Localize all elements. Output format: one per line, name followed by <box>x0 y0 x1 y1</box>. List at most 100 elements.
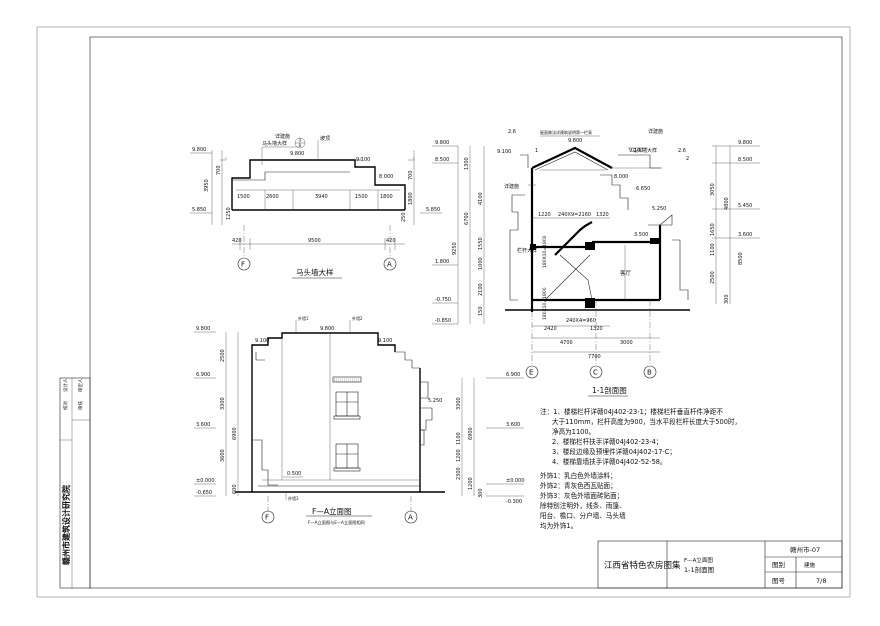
elev-vdim-r3: 2300 <box>456 467 462 480</box>
parapet-vdim-r0: 700 <box>408 170 414 180</box>
elev-left-3: 3.600 <box>196 422 210 428</box>
parapet-title: 马头墙大样 <box>296 267 334 277</box>
sidebar-institute: 赣州市建筑设计研究院 <box>61 485 71 565</box>
section-bottom-dim-1: 3000 <box>620 340 633 346</box>
elev-vdim-l3: 6900 <box>232 427 238 440</box>
parapet-callout-3: 8 <box>299 143 302 148</box>
parapet-vdim-l0: 3950 <box>204 179 210 192</box>
elev-right-1: 6.900 <box>506 372 520 378</box>
parapet-hdim-0: 1500 <box>237 194 250 200</box>
section-bottom-dim-0: 4700 <box>560 340 573 346</box>
outer-border <box>36 26 851 598</box>
section-vdim-l2: 4100 <box>478 192 484 205</box>
elev-right-3: 3.600 <box>506 422 520 428</box>
section-vdim-r2: 8500 <box>738 252 744 265</box>
elev-vdim-l2: 3600 <box>220 449 226 462</box>
parapet-callout-2: 3 <box>299 138 302 143</box>
titleblock-cat-value: 建施 <box>804 561 816 569</box>
elev-vdim-r5: 1200 <box>468 477 474 490</box>
section-callout-r0: 详建施 <box>648 128 663 135</box>
finish-line-4: 阳台、檐口、分户墙、马头墙 <box>540 511 626 520</box>
parapet-hdim-3: 1500 <box>355 194 368 200</box>
elev-left-4: ±0.000 <box>196 478 215 484</box>
parapet-axis-a: A <box>387 261 392 269</box>
section-mark-1: 1 <box>535 148 538 154</box>
section-inner-dim-6: 240X4=960 <box>566 318 596 324</box>
parapet-callout-5: 9.800 <box>290 151 304 157</box>
section-axis-e: E <box>529 369 533 377</box>
titleblock-drawing-2: 1-1剖面图 <box>684 565 714 574</box>
elev-vdim-r1: 1100 <box>456 432 462 445</box>
section-axis-b: B <box>647 369 652 377</box>
elev-vdim-r2: 1200 <box>456 449 462 462</box>
section-inner-dim-1: 240X9=2160 <box>558 212 591 218</box>
section-top-note: 屋面做法详建筑说明第一栏表 <box>540 129 592 135</box>
elev-mid-0: 0.500 <box>287 471 301 477</box>
elev-left-2: 6.900 <box>196 372 210 378</box>
section-mark-0: 2.6 <box>508 129 516 135</box>
section-elev-r2: 8.500 <box>738 157 752 163</box>
finish-line-5: 均为外饰1。 <box>540 521 577 530</box>
elev-vdim-l1: 3300 <box>220 397 226 410</box>
section-vdim-l6: 1000 <box>478 257 484 270</box>
section-elev-r5: 5.450 <box>738 203 752 209</box>
elev-right-2: 5.250 <box>428 398 442 404</box>
general-notes: 注：1、楼梯栏杆详赣04J402-23-1；楼梯栏杆垂直杆件净距不 大于110m… <box>540 407 741 530</box>
elev-tag-1: 外墙2 <box>352 315 363 321</box>
section-vdim-l4: 1550 <box>478 237 484 250</box>
elev-tag-2: 外墙3 <box>288 495 299 501</box>
note-line-2: 净高为1100。 <box>552 427 595 436</box>
section-elev-l1: 9.100 <box>497 149 511 155</box>
section-vdim-r6: 300 <box>724 294 730 304</box>
parapet-callout-4: 坡顶 <box>320 135 330 142</box>
titleblock-cat-label: 图别 <box>772 560 785 569</box>
section-vdim-l1: 6700 <box>464 212 470 225</box>
parapet-bottom-dim-1: 9500 <box>308 238 321 244</box>
parapet-elev-r2: 5.850 <box>426 207 440 213</box>
finish-line-1: 外饰2：青灰色西瓦贴面； <box>540 481 617 490</box>
section-roof-elev: 9.800 <box>568 138 582 144</box>
titleblock-num-label: 图号 <box>772 577 786 585</box>
elev-right-5: -0.300 <box>506 499 522 505</box>
parapet-bottom-dim-0: 420 <box>232 238 242 244</box>
section-view: 客厅 屋面做法详建筑说明第一栏表 9.800 2.6 1 2.6 2 详建施 马… <box>432 128 760 397</box>
parapet-hdim-4: 1800 <box>380 194 393 200</box>
section-vdim-l3: 9250 <box>452 242 458 255</box>
parapet-vdim-r2: 250 <box>401 212 407 222</box>
sidebar-role-2: 校对 <box>62 401 69 410</box>
section-callout-l0: 详建施 <box>504 183 519 190</box>
section-elev-l6: -0.850 <box>435 318 451 324</box>
elev-mid-1: 9.800 <box>320 326 334 332</box>
section-vdim-l7: 2100 <box>478 283 484 296</box>
parapet-elev-r1: 8.000 <box>379 174 393 180</box>
section-inner-dim-5: 2420 <box>544 326 557 332</box>
titleblock-project: 江西省特色农房图集 <box>604 560 681 571</box>
section-elev-r4: 6.650 <box>636 186 650 192</box>
section-inner-dim-7: 1320 <box>590 326 603 332</box>
parapet-axis-f: F <box>241 261 245 269</box>
section-elev-l4: 1.800 <box>435 259 449 265</box>
finish-line-3: 除特别注明外，线条、雨篷、 <box>540 501 626 510</box>
inner-frame <box>89 36 843 589</box>
note-line-0: 注：1、楼梯栏杆详赣04J402-23-1；楼梯栏杆垂直杆件净距不 <box>540 407 723 416</box>
section-room-label: 客厅 <box>620 269 632 277</box>
elev-right-4: ±0.000 <box>506 478 525 484</box>
section-vdim-r4: 1100 <box>710 243 716 256</box>
parapet-bottom-dim-2: 420 <box>386 238 396 244</box>
elev-axis-a: A <box>408 514 413 522</box>
elev-tag-0: 外墙1 <box>298 315 309 321</box>
sidebar-role-1: 设计人 <box>62 378 69 392</box>
section-elev-r8: 3.500 <box>634 232 648 238</box>
section-bottom-dim-2: 7700 <box>588 354 601 360</box>
section-elev-l0: 9.800 <box>435 140 449 146</box>
section-inner-dim-2: 1320 <box>596 212 609 218</box>
note-line-3: 2、楼梯栏杆扶手详赣04J402-23-4； <box>552 437 662 446</box>
section-elev-r6: 5.250 <box>652 206 666 212</box>
elevation-title: F—A立面图 <box>312 506 351 516</box>
title-block: 江西省特色农房图集 F—A立面图 1-1剖面图 赣州市-07 图别 建施 图号 … <box>597 540 843 589</box>
section-elev-r1: 9.100 <box>629 148 643 154</box>
finish-line-0: 外饰1：乳白色外墙涂料； <box>540 471 617 480</box>
section-callout-r1: 马头墙大样 <box>632 147 657 154</box>
